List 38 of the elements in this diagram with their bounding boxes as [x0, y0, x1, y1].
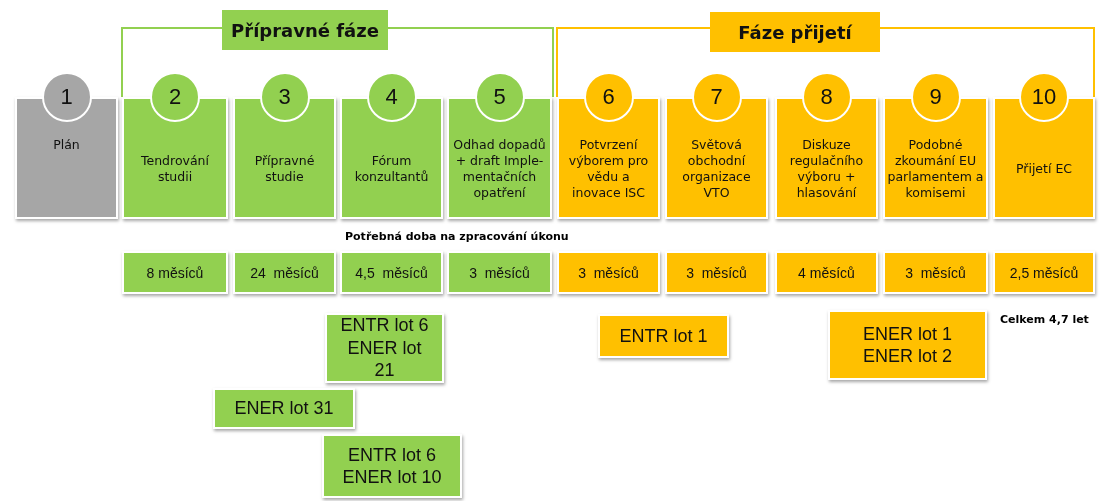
duration-box: 4 měsíců [775, 251, 878, 294]
step-text: Potvrzení výborem pro vědu a inovace ISC [567, 135, 650, 203]
duration-box: 3 měsíců [557, 251, 660, 294]
lot-box: ENTR lot 6 ENER lot 10 [322, 434, 462, 498]
step-text: Přijetí EC [1014, 159, 1074, 178]
step-number: 1 [41, 72, 92, 122]
duration-box: 3 měsíců [665, 251, 768, 294]
step-text: Přípravné studie [253, 151, 316, 186]
total-note: Celkem 4,7 let [1000, 313, 1089, 326]
duration-box: 24 měsíců [233, 251, 336, 294]
step-text: Světová obchodní organizace VTO [681, 135, 752, 203]
lot-box: ENER lot 31 [213, 388, 355, 429]
step-number: 5 [474, 72, 525, 122]
duration-box: 3 měsíců [883, 251, 988, 294]
lot-box: ENER lot 1 ENER lot 2 [828, 310, 987, 380]
step-text: Diskuze regulačního výboru + hlasování [788, 135, 865, 203]
duration-box: 4,5 měsíců [340, 251, 443, 294]
step-number: 6 [583, 72, 634, 122]
lot-box: ENTR lot 6 ENER lot 21 [325, 313, 444, 383]
step-number: 3 [259, 72, 310, 122]
step-text: Plán [52, 136, 81, 154]
section-heading: Potřebná doba na zpracování úkonu [345, 230, 569, 243]
step-number: 2 [150, 72, 200, 122]
duration-box: 2,5 měsíců [993, 251, 1095, 294]
phase-title: Přípravné fáze [222, 10, 388, 50]
lot-box: ENTR lot 1 [598, 314, 729, 358]
step-text: Odhad dopadů + draft Imple- mentačních opatření [452, 135, 547, 203]
step-text: Tendrování studii [140, 151, 210, 186]
phase-title: Fáze přijetí [710, 12, 880, 52]
duration-box: 3 měsíců [447, 251, 552, 294]
step-number: 7 [691, 72, 742, 122]
step-number: 9 [910, 72, 961, 122]
step-number: 4 [366, 72, 417, 122]
step-number: 10 [1019, 72, 1069, 122]
step-text: Podobné zkoumání EU parlamentem a komisemi [887, 135, 984, 203]
step-text: Fórum konzultantů [353, 151, 430, 186]
step-number: 8 [801, 72, 852, 122]
duration-box: 8 měsíců [122, 251, 228, 294]
